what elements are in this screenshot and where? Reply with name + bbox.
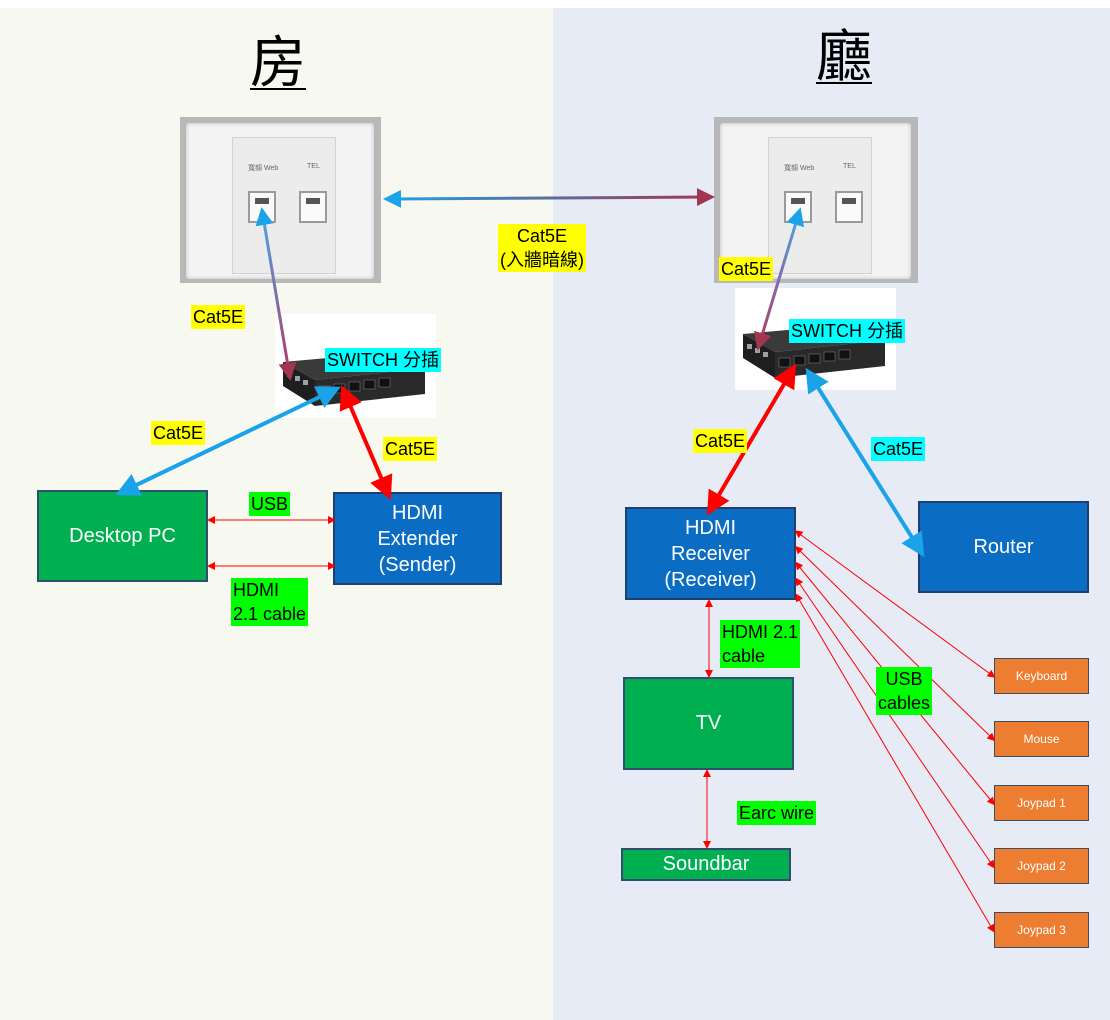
hdmi-receiver-box: HDMI Receiver (Receiver) [625, 507, 796, 600]
ethernet-port-icon [248, 191, 276, 223]
cat5e-label: Cat5E [719, 257, 774, 281]
joypad-1-box: Joypad 1 [994, 785, 1089, 821]
faceplate-web-text: 寬頻 Web [784, 165, 815, 172]
wall-socket-left-photo: 寬頻 Web TEL [180, 117, 381, 283]
switch-right-label: SWITCH 分插 [789, 319, 905, 343]
desktop-pc-box: Desktop PC [37, 490, 208, 582]
phone-port-icon [835, 191, 863, 223]
room-title: 房 [250, 31, 306, 96]
usb-label: USB [249, 492, 291, 516]
joypad-3-box: Joypad 3 [994, 912, 1089, 948]
cat5e-label: Cat5E [191, 305, 246, 329]
cat5e-label: Cat5E [151, 421, 206, 445]
hdmi-cable-label: HDMI 2.1 cable [720, 620, 801, 668]
phone-port-icon [299, 191, 327, 223]
hdmi-cable-label: HDMI 2.1 cable [231, 578, 309, 626]
switch-left-label: SWITCH 分插 [325, 348, 441, 372]
faceplate-tel-text: TEL [307, 163, 320, 170]
soundbar-box: Soundbar [621, 848, 791, 881]
hall-title: 廳 [816, 25, 872, 90]
cat5e-inwall-label: Cat5E (入牆暗線) [498, 224, 586, 272]
cat5e-label: Cat5E [871, 437, 926, 461]
faceplate-tel-text: TEL [843, 163, 856, 170]
cat5e-label: Cat5E [693, 429, 748, 453]
keyboard-box: Keyboard [994, 658, 1089, 694]
cat5e-label: Cat5E [383, 437, 438, 461]
joypad-2-box: Joypad 2 [994, 848, 1089, 884]
hdmi-sender-box: HDMI Extender (Sender) [333, 492, 502, 585]
faceplate-web-text: 寬頻 Web [248, 165, 279, 172]
usb-cables-label: USB cables [876, 667, 933, 715]
router-box: Router [918, 501, 1089, 593]
earc-wire-label: Earc wire [737, 801, 817, 825]
tv-box: TV [623, 677, 794, 770]
ethernet-port-icon [784, 191, 812, 223]
mouse-box: Mouse [994, 721, 1089, 757]
